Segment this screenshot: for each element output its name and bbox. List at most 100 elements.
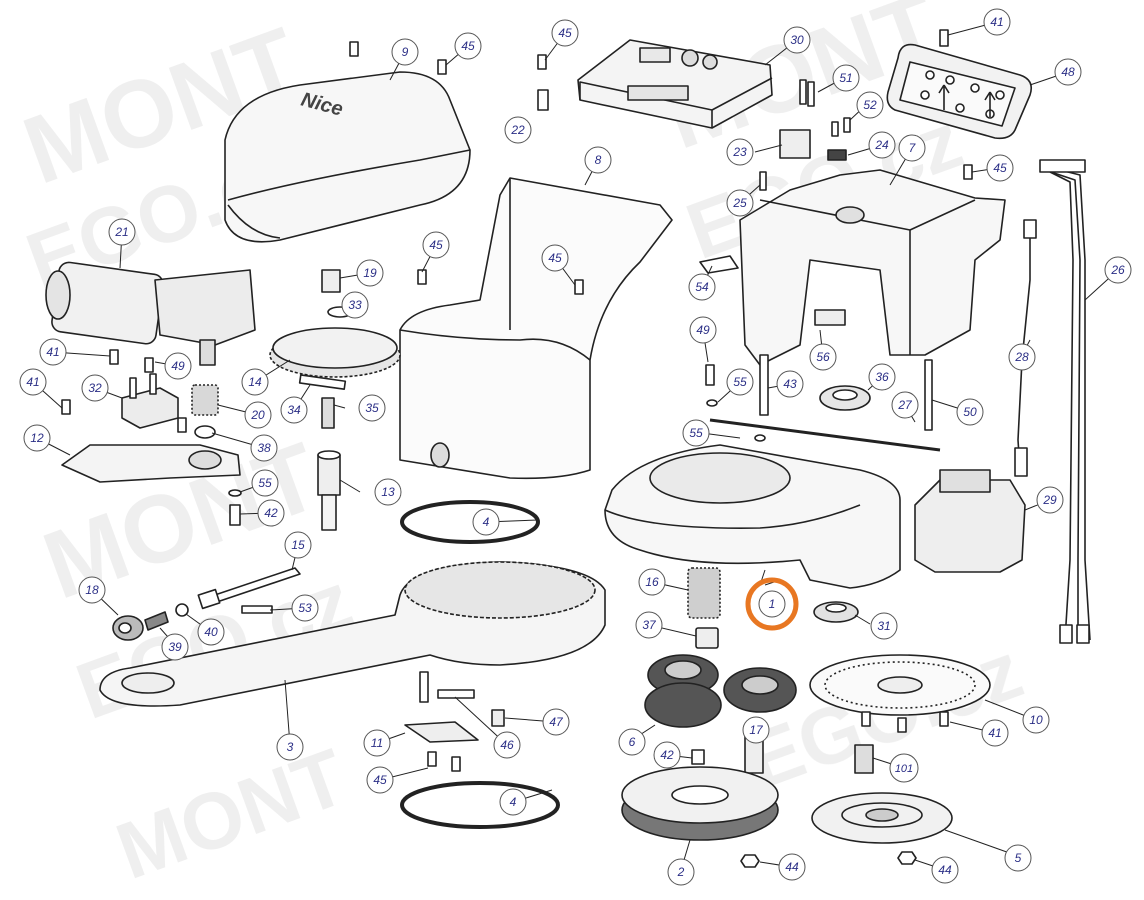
part-screws-46 xyxy=(419,671,475,703)
part-pinion-16 xyxy=(687,567,721,619)
part-oring-4-upper xyxy=(400,500,540,544)
part-clip-24 xyxy=(827,149,847,161)
callout-17: 17 xyxy=(742,716,770,744)
callout-45: 45 xyxy=(986,154,1014,182)
callout-label: 41 xyxy=(26,375,39,389)
part-bolt-43 xyxy=(759,354,769,416)
part-frame-7 xyxy=(739,169,1006,366)
callout-label: 56 xyxy=(816,350,830,364)
callout-21: 21 xyxy=(108,218,136,246)
callout-29: 29 xyxy=(1036,486,1064,514)
callout-3: 3 xyxy=(276,733,304,761)
callout-circle xyxy=(1036,486,1064,514)
part-gear-14 xyxy=(269,327,401,378)
callout-label: 44 xyxy=(785,860,799,874)
part-encoder-disc-10 xyxy=(809,654,991,716)
watermark-line-7: EGO.cz xyxy=(735,625,1033,806)
callout-circle xyxy=(197,618,225,646)
callout-label: 49 xyxy=(696,323,710,337)
callout-circle xyxy=(358,394,386,422)
part-ring-gear-2 xyxy=(621,766,779,841)
callout-circle xyxy=(363,729,391,757)
callout-6: 6 xyxy=(618,728,646,756)
callout-41: 41 xyxy=(981,719,1009,747)
callout-label: 50 xyxy=(963,405,977,419)
callout-label: 10 xyxy=(1029,713,1043,727)
callout-circle xyxy=(758,590,786,618)
callout-34: 34 xyxy=(280,396,308,424)
callout-label: 13 xyxy=(381,485,395,499)
callout-label: 19 xyxy=(363,266,377,280)
callout-label: 39 xyxy=(168,640,182,654)
callout-circle xyxy=(356,259,384,287)
callout-circle xyxy=(19,368,47,396)
callout-54: 54 xyxy=(688,273,716,301)
callout-circle xyxy=(81,374,109,402)
callout-41: 41 xyxy=(19,368,47,396)
callout-circle xyxy=(856,91,884,119)
callout-39: 39 xyxy=(161,633,189,661)
part-oring-4-lower xyxy=(400,781,560,829)
callout-53: 53 xyxy=(291,594,319,622)
callout-45: 45 xyxy=(366,766,394,794)
callout-circle xyxy=(889,753,919,783)
callout-label: 41 xyxy=(990,15,1003,29)
callout-label: 45 xyxy=(993,161,1007,175)
part-shaft-13 xyxy=(317,450,341,531)
callout-44: 44 xyxy=(778,853,806,881)
callout-circle xyxy=(472,508,500,536)
callout-55: 55 xyxy=(682,419,710,447)
callout-circle xyxy=(23,424,51,452)
callout-9: 9 xyxy=(391,38,419,66)
callout-1: 1 xyxy=(758,590,786,618)
callout-circle xyxy=(1054,58,1082,86)
callout-label: 15 xyxy=(291,538,305,552)
callout-label: 1 xyxy=(769,597,776,611)
callout-circle xyxy=(391,38,419,66)
part-shaft-15 xyxy=(197,567,301,610)
callout-label: 29 xyxy=(1042,493,1057,507)
callout-label: 5 xyxy=(1015,851,1022,865)
callout-20: 20 xyxy=(244,401,272,429)
callout-55: 55 xyxy=(726,368,754,396)
callout-label: 23 xyxy=(732,145,747,159)
callout-circle xyxy=(284,531,312,559)
part-lever-3 xyxy=(99,561,606,707)
callout-4: 4 xyxy=(472,508,500,536)
callout-5: 5 xyxy=(1004,844,1032,872)
part-knob-18 xyxy=(112,615,144,641)
callout-label: 11 xyxy=(371,736,383,750)
callout-18: 18 xyxy=(78,576,106,604)
callout-label: 25 xyxy=(732,196,747,210)
callout-label: 51 xyxy=(839,71,852,85)
callout-42: 42 xyxy=(653,741,681,769)
callout-33: 33 xyxy=(341,291,369,319)
callout-circle xyxy=(682,419,710,447)
callout-label: 54 xyxy=(695,280,709,294)
callout-label: 55 xyxy=(689,426,703,440)
callout-circle xyxy=(161,633,189,661)
callout-label: 38 xyxy=(257,441,271,455)
callout-circle xyxy=(251,469,279,497)
part-connector-28b xyxy=(1023,219,1037,239)
callout-circle xyxy=(783,26,811,54)
callout-label: 18 xyxy=(85,583,99,597)
callout-circle xyxy=(898,134,926,162)
callout-circle xyxy=(108,218,136,246)
callout-label: 41 xyxy=(46,345,59,359)
callout-circle xyxy=(241,368,269,396)
callout-44: 44 xyxy=(931,856,959,884)
callout-label: 9 xyxy=(402,45,409,59)
callout-32: 32 xyxy=(81,374,109,402)
part-transformer-29 xyxy=(914,469,1026,573)
callout-circle xyxy=(742,716,770,744)
callout-label: 6 xyxy=(629,735,636,749)
callout-27: 27 xyxy=(891,391,919,419)
callout-circle xyxy=(78,576,106,604)
callout-label: 26 xyxy=(1110,263,1125,277)
callout-label: 45 xyxy=(373,773,387,787)
part-control-board-30 xyxy=(577,39,773,129)
callout-circle xyxy=(164,352,192,380)
callout-label: 49 xyxy=(171,359,185,373)
